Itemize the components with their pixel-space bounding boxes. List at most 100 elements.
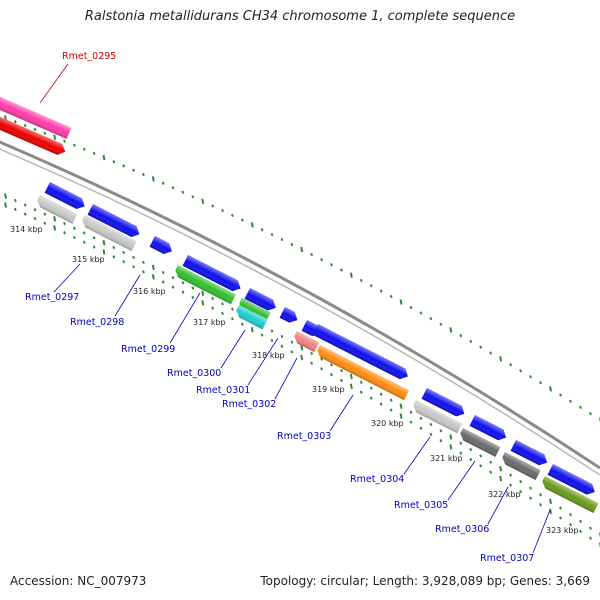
gene-label[interactable]: Rmet_0297 bbox=[25, 292, 79, 303]
gene-label[interactable]: Rmet_0304 bbox=[350, 474, 404, 485]
gene-label[interactable]: Rmet_0301 bbox=[196, 385, 250, 396]
gene-label[interactable]: Rmet_0307 bbox=[480, 553, 534, 564]
gene-label[interactable]: Rmet_0305 bbox=[394, 500, 448, 511]
inner-tick-2 bbox=[519, 489, 523, 494]
inner-tick-2 bbox=[379, 402, 383, 406]
outer-tick bbox=[102, 154, 106, 161]
inner-tick-2 bbox=[409, 420, 413, 424]
inner-tick bbox=[43, 212, 47, 216]
inner-tick bbox=[122, 250, 126, 255]
outer-tick bbox=[63, 139, 66, 143]
outer-tick bbox=[449, 327, 453, 333]
inner-tick bbox=[102, 239, 106, 246]
outer-tick bbox=[549, 386, 553, 392]
gene-label[interactable]: Rmet_0303 bbox=[277, 431, 331, 442]
outer-tick bbox=[489, 351, 493, 355]
inner-tick bbox=[489, 460, 493, 464]
label-leader-line bbox=[329, 394, 354, 432]
inner-tick-2 bbox=[161, 280, 165, 284]
outer-tick bbox=[429, 316, 433, 321]
inner-tick-2 bbox=[230, 317, 234, 321]
inner-tick bbox=[230, 307, 234, 311]
gene-label[interactable]: Rmet_0302 bbox=[222, 399, 276, 410]
inner-tick bbox=[579, 519, 582, 524]
inner-tick bbox=[349, 373, 353, 380]
outer-tick bbox=[250, 222, 254, 228]
inner-tick-2 bbox=[240, 322, 244, 326]
inner-tick bbox=[589, 526, 592, 530]
inner-tick bbox=[221, 302, 224, 306]
inner-tick-2 bbox=[191, 295, 195, 300]
gene-label[interactable]: Rmet_0300 bbox=[167, 368, 221, 379]
inner-tick bbox=[82, 231, 86, 235]
outer-tick bbox=[469, 339, 473, 343]
outer-tick bbox=[161, 181, 165, 185]
inner-tick-2 bbox=[53, 225, 57, 231]
inner-tick-2 bbox=[102, 249, 106, 255]
forward-strand-features bbox=[0, 96, 72, 155]
tick-label: 323 kbp bbox=[546, 526, 579, 535]
outer-tick bbox=[43, 131, 47, 135]
inner-tick-2 bbox=[419, 426, 423, 430]
inner-tick bbox=[191, 286, 195, 290]
label-leader-line bbox=[169, 292, 201, 344]
inner-tick-2 bbox=[122, 260, 126, 264]
inner-tick bbox=[429, 422, 433, 427]
inner-tick-2 bbox=[549, 508, 553, 515]
outer-tick bbox=[589, 412, 592, 416]
label-leader-line bbox=[403, 436, 431, 475]
outer-tick bbox=[349, 272, 353, 278]
outer-tick bbox=[379, 289, 383, 293]
inner-tick-2 bbox=[479, 464, 483, 468]
inner-tick bbox=[161, 270, 165, 275]
label-leader-line bbox=[39, 63, 69, 104]
label-leader-line bbox=[53, 263, 81, 293]
outer-tick bbox=[499, 356, 503, 362]
gene-label[interactable]: Rmet_0306 bbox=[435, 524, 489, 535]
gene-label[interactable]: Rmet_0295 bbox=[62, 51, 116, 62]
gene-labels: Rmet_0295Rmet_0297Rmet_0298Rmet_0299Rmet… bbox=[25, 51, 551, 564]
inner-tick-2 bbox=[300, 354, 304, 361]
inner-tick bbox=[211, 296, 215, 301]
inner-tick-2 bbox=[579, 529, 582, 534]
outer-tick bbox=[270, 232, 274, 237]
inner-tick bbox=[439, 429, 443, 433]
inner-tick bbox=[112, 245, 116, 250]
inner-tick bbox=[509, 473, 513, 477]
inner-tick-2 bbox=[469, 457, 473, 462]
inner-tick bbox=[469, 447, 473, 452]
inner-tick-2 bbox=[82, 240, 86, 244]
inner-tick-2 bbox=[589, 536, 592, 540]
inner-tick-2 bbox=[23, 212, 27, 216]
inner-tick-2 bbox=[171, 285, 175, 289]
gene-label[interactable]: Rmet_0298 bbox=[70, 317, 124, 328]
inner-tick bbox=[459, 441, 463, 445]
outer-tick bbox=[72, 143, 76, 147]
inner-tick-2 bbox=[459, 451, 463, 455]
inner-tick bbox=[569, 513, 572, 517]
inner-tick-2 bbox=[92, 245, 96, 249]
inner-tick bbox=[92, 236, 96, 240]
label-leader-line bbox=[220, 329, 246, 369]
outer-tick bbox=[300, 246, 304, 253]
gene-label[interactable]: Rmet_0299 bbox=[121, 344, 175, 355]
outer-tick bbox=[23, 123, 27, 128]
tick-label: 317 kbp bbox=[193, 318, 226, 327]
inner-tick-2 bbox=[250, 326, 254, 333]
inner-tick-2 bbox=[13, 207, 17, 212]
inner-tick bbox=[499, 465, 503, 472]
inner-tick-2 bbox=[509, 483, 513, 487]
tick-label: 318 kbp bbox=[252, 351, 285, 360]
inner-tick-2 bbox=[72, 235, 76, 240]
inner-tick-2 bbox=[489, 470, 493, 474]
inner-tick bbox=[330, 363, 333, 367]
inner-tick bbox=[369, 386, 373, 390]
inner-tick bbox=[13, 198, 17, 203]
outer-tick bbox=[409, 305, 413, 310]
inner-tick-2 bbox=[33, 217, 37, 221]
inner-tick bbox=[479, 454, 483, 458]
outer-tick bbox=[519, 369, 523, 373]
inner-tick-2 bbox=[181, 290, 185, 294]
inner-tick-2 bbox=[201, 300, 205, 306]
inner-tick-2 bbox=[529, 496, 532, 500]
